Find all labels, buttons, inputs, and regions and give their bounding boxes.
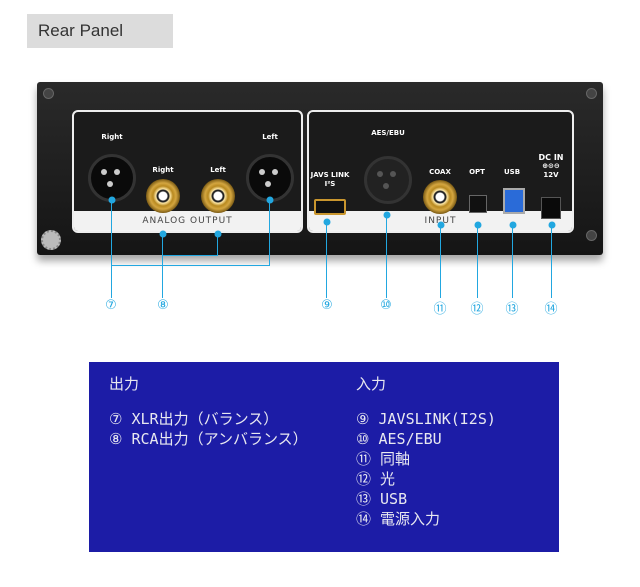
callout-dot bbox=[383, 211, 391, 219]
callout-dot bbox=[509, 221, 517, 229]
output-title: 出力 bbox=[109, 375, 140, 393]
rca-left-label: Left bbox=[210, 166, 226, 174]
aes-ebu-label: AES/EBU bbox=[371, 129, 405, 137]
xlr-right-label: Right bbox=[101, 133, 123, 141]
output-item: ⑧ RCA出力（アンバランス） bbox=[109, 430, 308, 448]
optical-connector bbox=[469, 195, 487, 213]
usb-b-connector bbox=[503, 188, 525, 214]
rca-left-connector bbox=[201, 179, 235, 213]
callout-line bbox=[162, 234, 163, 298]
callout-8: ⑧ bbox=[157, 298, 169, 313]
input-title: 入力 bbox=[356, 375, 387, 393]
dc-in-label: DC IN bbox=[538, 153, 564, 162]
dc-voltage-label: 12V bbox=[543, 171, 559, 179]
callout-11: ⑪ bbox=[433, 302, 447, 317]
dc-in-jack bbox=[541, 197, 561, 219]
coax-label: COAX bbox=[429, 168, 451, 176]
callout-12: ⑫ bbox=[470, 302, 484, 317]
callout-dot bbox=[108, 196, 116, 204]
opt-label: OPT bbox=[469, 168, 485, 176]
output-item: ⑦ XLR出力（バランス） bbox=[109, 410, 279, 428]
input-item: ⑬ USB bbox=[356, 490, 408, 508]
input-label: INPUT bbox=[309, 211, 572, 231]
callout-dot bbox=[437, 221, 445, 229]
callout-dot bbox=[159, 230, 167, 238]
callout-13: ⑬ bbox=[505, 302, 519, 317]
xlr-left-label: Left bbox=[262, 133, 278, 141]
input-panel: INPUT bbox=[307, 110, 574, 233]
callout-line bbox=[386, 215, 387, 298]
callout-line bbox=[440, 225, 441, 298]
aes-ebu-connector bbox=[364, 156, 412, 204]
rca-right-connector bbox=[146, 179, 180, 213]
legend-box: 出力 入力 ⑦ XLR出力（バランス） ⑧ RCA出力（アンバランス） ⑨ JA… bbox=[89, 362, 559, 552]
callout-9: ⑨ bbox=[321, 298, 333, 313]
callout-line bbox=[326, 222, 327, 298]
screw-icon bbox=[586, 88, 597, 99]
callout-line bbox=[162, 255, 218, 256]
callout-line bbox=[111, 265, 270, 266]
callout-line bbox=[512, 225, 513, 298]
ground-terminal-icon bbox=[41, 230, 61, 250]
callout-line bbox=[111, 200, 112, 298]
callout-7: ⑦ bbox=[105, 298, 117, 313]
callout-14: ⑭ bbox=[544, 302, 558, 317]
xlr-left-connector bbox=[246, 154, 294, 202]
callout-dot bbox=[214, 230, 222, 238]
dc-polarity-icon: ⊕⊙⊖ bbox=[542, 162, 560, 170]
callout-line bbox=[551, 225, 552, 298]
callout-dot bbox=[474, 221, 482, 229]
xlr-right-connector bbox=[88, 154, 136, 202]
input-item: ⑪ 同軸 bbox=[356, 450, 411, 468]
callout-line bbox=[217, 234, 218, 256]
hdmi-i2s-connector bbox=[314, 199, 346, 215]
i2s-label: I²S bbox=[324, 180, 336, 188]
callout-line bbox=[477, 225, 478, 298]
callout-dot bbox=[323, 218, 331, 226]
input-item: ⑫ 光 bbox=[356, 470, 396, 488]
analog-output-label: ANALOG OUTPUT bbox=[74, 211, 301, 231]
usb-label: USB bbox=[503, 168, 521, 176]
input-item: ⑩ AES/EBU bbox=[356, 430, 442, 448]
rca-right-label: Right bbox=[152, 166, 174, 174]
javs-link-label: JAVS LINK bbox=[310, 171, 350, 179]
callout-10: ⑩ bbox=[380, 298, 392, 313]
callout-dot bbox=[548, 221, 556, 229]
input-item: ⑭ 電源入力 bbox=[356, 510, 441, 528]
callout-dot bbox=[266, 196, 274, 204]
coax-connector bbox=[423, 180, 457, 214]
input-item: ⑨ JAVSLINK(I2S) bbox=[356, 410, 496, 428]
screw-icon bbox=[43, 88, 54, 99]
callout-line bbox=[269, 200, 270, 266]
screw-icon bbox=[586, 230, 597, 241]
section-title: Rear Panel bbox=[27, 14, 173, 48]
